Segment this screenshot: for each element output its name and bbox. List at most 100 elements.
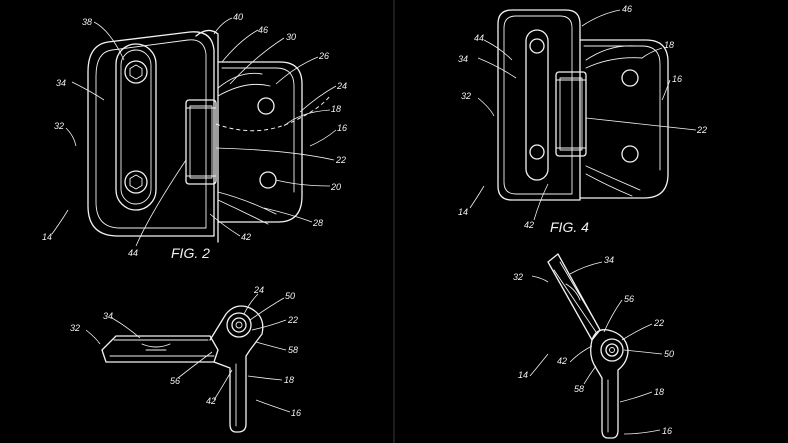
fig2-ref-24: 24 — [336, 81, 347, 91]
fig-bl-labels: 24 50 22 34 32 58 56 18 42 16 — [70, 285, 301, 418]
fig2-ref-40: 40 — [233, 12, 243, 22]
fig4-ref-22: 22 — [696, 125, 707, 135]
fig4-slot — [525, 29, 549, 181]
fig2-barrel — [185, 99, 217, 185]
fig-br-drawing — [529, 253, 663, 439]
fig-bl-leaders — [85, 293, 291, 413]
fig-bl-ref-16: 16 — [291, 408, 301, 418]
fig-bl-ref-22: 22 — [287, 315, 298, 325]
fig-bl-pivot-pin — [235, 321, 243, 329]
fig-br-labels: 34 32 56 22 42 50 14 58 18 16 — [513, 255, 674, 436]
fig-bl-ref-58: 58 — [288, 345, 298, 355]
fig4-labels: 46 44 18 34 16 32 22 14 42 FIG. 4 — [458, 4, 707, 235]
fig-br-leaders — [529, 261, 663, 435]
fig-br-pivot-inner — [605, 343, 619, 357]
fig-br-ref-42: 42 — [557, 356, 567, 366]
fig2-base-plate-inner — [95, 39, 207, 229]
fig-br-ref-14: 14 — [518, 370, 528, 380]
fig2-ref-42: 42 — [241, 232, 251, 242]
fig-bl-ref-50: 50 — [285, 291, 295, 301]
fig2-ref-22: 22 — [335, 155, 346, 165]
fig-br-ref-16: 16 — [662, 426, 672, 436]
fig4-caption: FIG. 4 — [550, 219, 589, 235]
fig2-bolt-bottom-hex — [129, 174, 143, 190]
fig4-ref-44: 44 — [474, 33, 484, 43]
fig4-drawing — [469, 9, 697, 221]
fig4-bolt-top — [529, 38, 545, 54]
fig2-labels: 38 40 46 30 26 24 34 18 16 32 22 20 28 1… — [42, 12, 347, 261]
fig2-bolt-top-hex — [129, 64, 143, 80]
fig4-bolt-bottom — [529, 144, 545, 160]
fig4-ref-18: 18 — [664, 40, 674, 50]
fig-br-ref-58: 58 — [574, 384, 584, 394]
fig2-hidden-line — [215, 95, 331, 132]
fig4-base-plate — [497, 9, 581, 201]
fig-bl-ref-18: 18 — [284, 375, 294, 385]
fig-br-plate-edges — [553, 261, 599, 333]
fig2-leaf-hole-top — [257, 97, 275, 115]
fig4-upper-arm — [585, 45, 643, 69]
fig4-base-plate-inner — [503, 15, 573, 195]
fig-br-knuckle-leaf — [590, 329, 629, 439]
fig4-barrel — [555, 71, 587, 157]
fig-br-ref-18: 18 — [654, 387, 664, 397]
fig2-ref-44: 44 — [128, 248, 138, 258]
fig4-lower-arm — [585, 165, 641, 197]
fig2-slot — [115, 43, 157, 211]
fig4-ref-14: 14 — [458, 207, 468, 217]
fig2-slot-inner — [120, 49, 152, 205]
fig2-swing-leaf-edge — [221, 67, 295, 193]
fig2-ref-30: 30 — [286, 32, 296, 42]
fig-br-bolt-head — [565, 283, 581, 301]
fig2-lower-arm — [217, 191, 277, 225]
fig-br-ref-22: 22 — [653, 318, 664, 328]
fig-bl-ref-24: 24 — [253, 285, 264, 295]
fig2-drawing — [51, 17, 337, 247]
fig4-ref-16: 16 — [672, 74, 682, 84]
fig2-ref-46: 46 — [258, 25, 268, 35]
fig-br-ref-56: 56 — [624, 294, 634, 304]
fig-bl-ref-32: 32 — [70, 323, 80, 333]
fig-bl-base-plate — [101, 335, 219, 363]
fig2-bolt-top — [124, 60, 148, 84]
fig-br-pivot-outer — [600, 338, 624, 362]
fig4-ref-46: 46 — [622, 4, 632, 14]
fig4-ref-34: 34 — [458, 54, 468, 64]
fig-br-ref-50: 50 — [664, 349, 674, 359]
fig-bl-plate-edges — [109, 339, 215, 357]
fig2-caption: FIG. 2 — [171, 245, 210, 261]
fig-bl-pivot-outer — [226, 312, 252, 338]
fig-br-ref-32: 32 — [513, 272, 523, 282]
fig4-barrel-inner — [559, 77, 583, 151]
fig4-leaf-hole-top — [621, 69, 639, 87]
fig2-ref-20: 20 — [330, 182, 341, 192]
fig2-bolt-bottom — [124, 170, 148, 194]
fig-bl-drawing — [85, 293, 291, 433]
fig2-ref-28: 28 — [312, 218, 323, 228]
fig2-leaf-hole-bottom — [259, 171, 277, 189]
fig2-ref-34: 34 — [56, 78, 66, 88]
fig2-leaders — [51, 17, 337, 247]
fig2-ref-16: 16 — [337, 123, 347, 133]
fig-bl-pivot-inner — [231, 317, 247, 333]
fig-bl-bolt-head — [141, 343, 171, 351]
fig-bl-ref-34: 34 — [103, 311, 113, 321]
fig4-swing-leaf — [579, 39, 669, 199]
fig2-ref-32: 32 — [54, 121, 64, 131]
fig2-ridge — [195, 29, 219, 243]
fig-bl-ref-42: 42 — [206, 396, 216, 406]
fig2-barrel-inner — [189, 105, 213, 179]
fig2-base-plate — [87, 31, 215, 237]
fig2-upper-arm — [217, 72, 271, 97]
fig-bl-ref-56: 56 — [170, 376, 180, 386]
fig-br-pivot-pin — [609, 347, 615, 353]
fig2-ref-18: 18 — [331, 104, 341, 114]
fig-bl-knuckle-leaf — [209, 305, 264, 433]
fig4-ref-32: 32 — [461, 91, 471, 101]
fig4-leaf-hole-bottom — [621, 145, 639, 163]
fig4-ref-42: 42 — [524, 220, 534, 230]
fig-br-ref-34: 34 — [604, 255, 614, 265]
fig2-ref-38: 38 — [82, 17, 92, 27]
